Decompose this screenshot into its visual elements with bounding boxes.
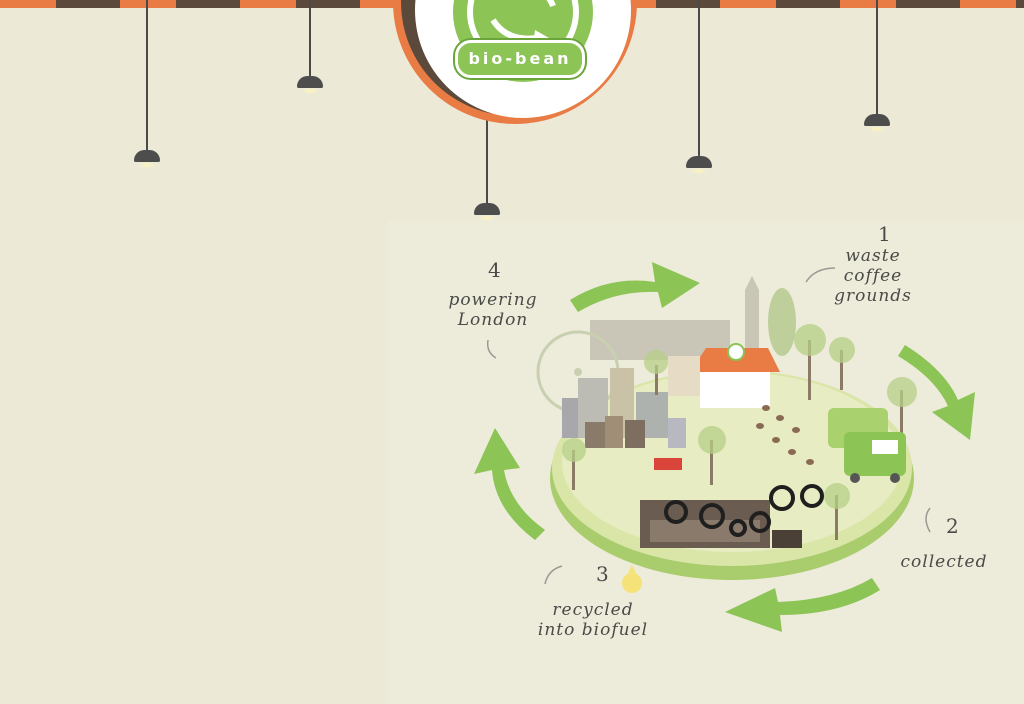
step-4-line1: powering: [448, 290, 538, 310]
step-1-number: 1: [878, 222, 891, 246]
pendant-lamp-icon: [857, 0, 897, 135]
step-3-number: 3: [596, 562, 609, 586]
step-2-label: collected: [900, 552, 988, 572]
step-3-label: recycled into biofuel: [518, 600, 668, 640]
bus-icon: [828, 408, 906, 483]
step-3-line2: into biofuel: [537, 620, 649, 640]
gear-icon: [664, 484, 824, 537]
pendant-lamp-icon: [290, 0, 330, 100]
pendant-lamp-icon: [127, 0, 167, 170]
pendant-lamp-icon: [679, 0, 719, 175]
step-1-line2: coffee: [843, 266, 903, 286]
step-1-label: waste coffee grounds: [818, 246, 928, 306]
step-1-line1: waste: [845, 246, 901, 266]
step-4-label: powering London: [438, 290, 548, 330]
step-4-line2: London: [457, 310, 529, 330]
step-4-number: 4: [488, 258, 501, 282]
brand-logo-text[interactable]: bio-bean: [455, 40, 585, 78]
cycle-arrow-icon: [474, 262, 975, 632]
step-3-line1: recycled: [552, 600, 634, 620]
step-2-number: 2: [946, 514, 959, 538]
step-1-line3: grounds: [834, 286, 912, 306]
